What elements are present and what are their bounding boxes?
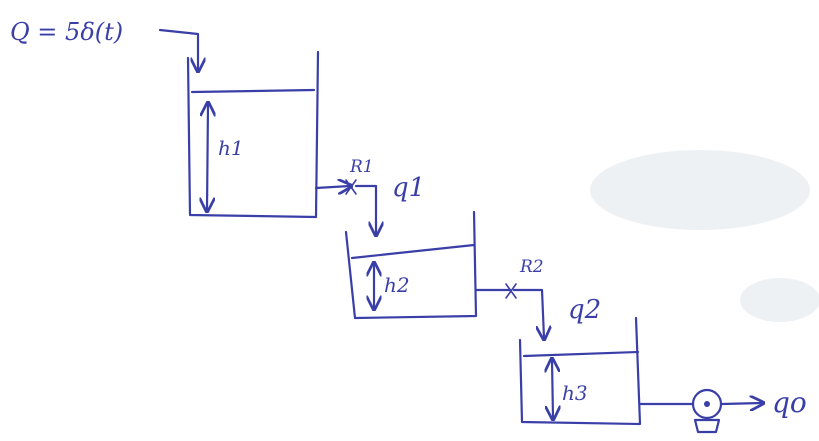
- resistance-2-mark: [505, 283, 517, 299]
- tank-2: h2: [344, 210, 478, 320]
- inflow-label: Q = 5δ(t): [10, 18, 123, 46]
- inflow-arrow: [158, 28, 198, 70]
- flow-2-arrow: [512, 288, 544, 338]
- tank-3-level-label: h3: [562, 381, 588, 405]
- resistance-1-mark: [345, 179, 357, 195]
- outlet-1-pipe: [314, 186, 350, 188]
- outflow-label: qo: [772, 386, 807, 419]
- tank-1-level-label: h1: [218, 136, 244, 160]
- paper-smudge: [590, 150, 810, 230]
- flow-1-label: q1: [392, 173, 425, 203]
- tank-3: h3: [518, 316, 642, 426]
- pump-icon: [691, 388, 723, 434]
- flow-2-label: q2: [568, 295, 601, 325]
- flow-1-arrow: [354, 184, 376, 234]
- tank-1: h1: [186, 50, 320, 219]
- outflow-arrow: [720, 403, 762, 404]
- resistance-1-label: R1: [349, 157, 374, 177]
- tank-2-level-label: h2: [384, 273, 410, 297]
- resistance-2-label: R2: [519, 257, 544, 277]
- paper-smudge: [740, 278, 819, 322]
